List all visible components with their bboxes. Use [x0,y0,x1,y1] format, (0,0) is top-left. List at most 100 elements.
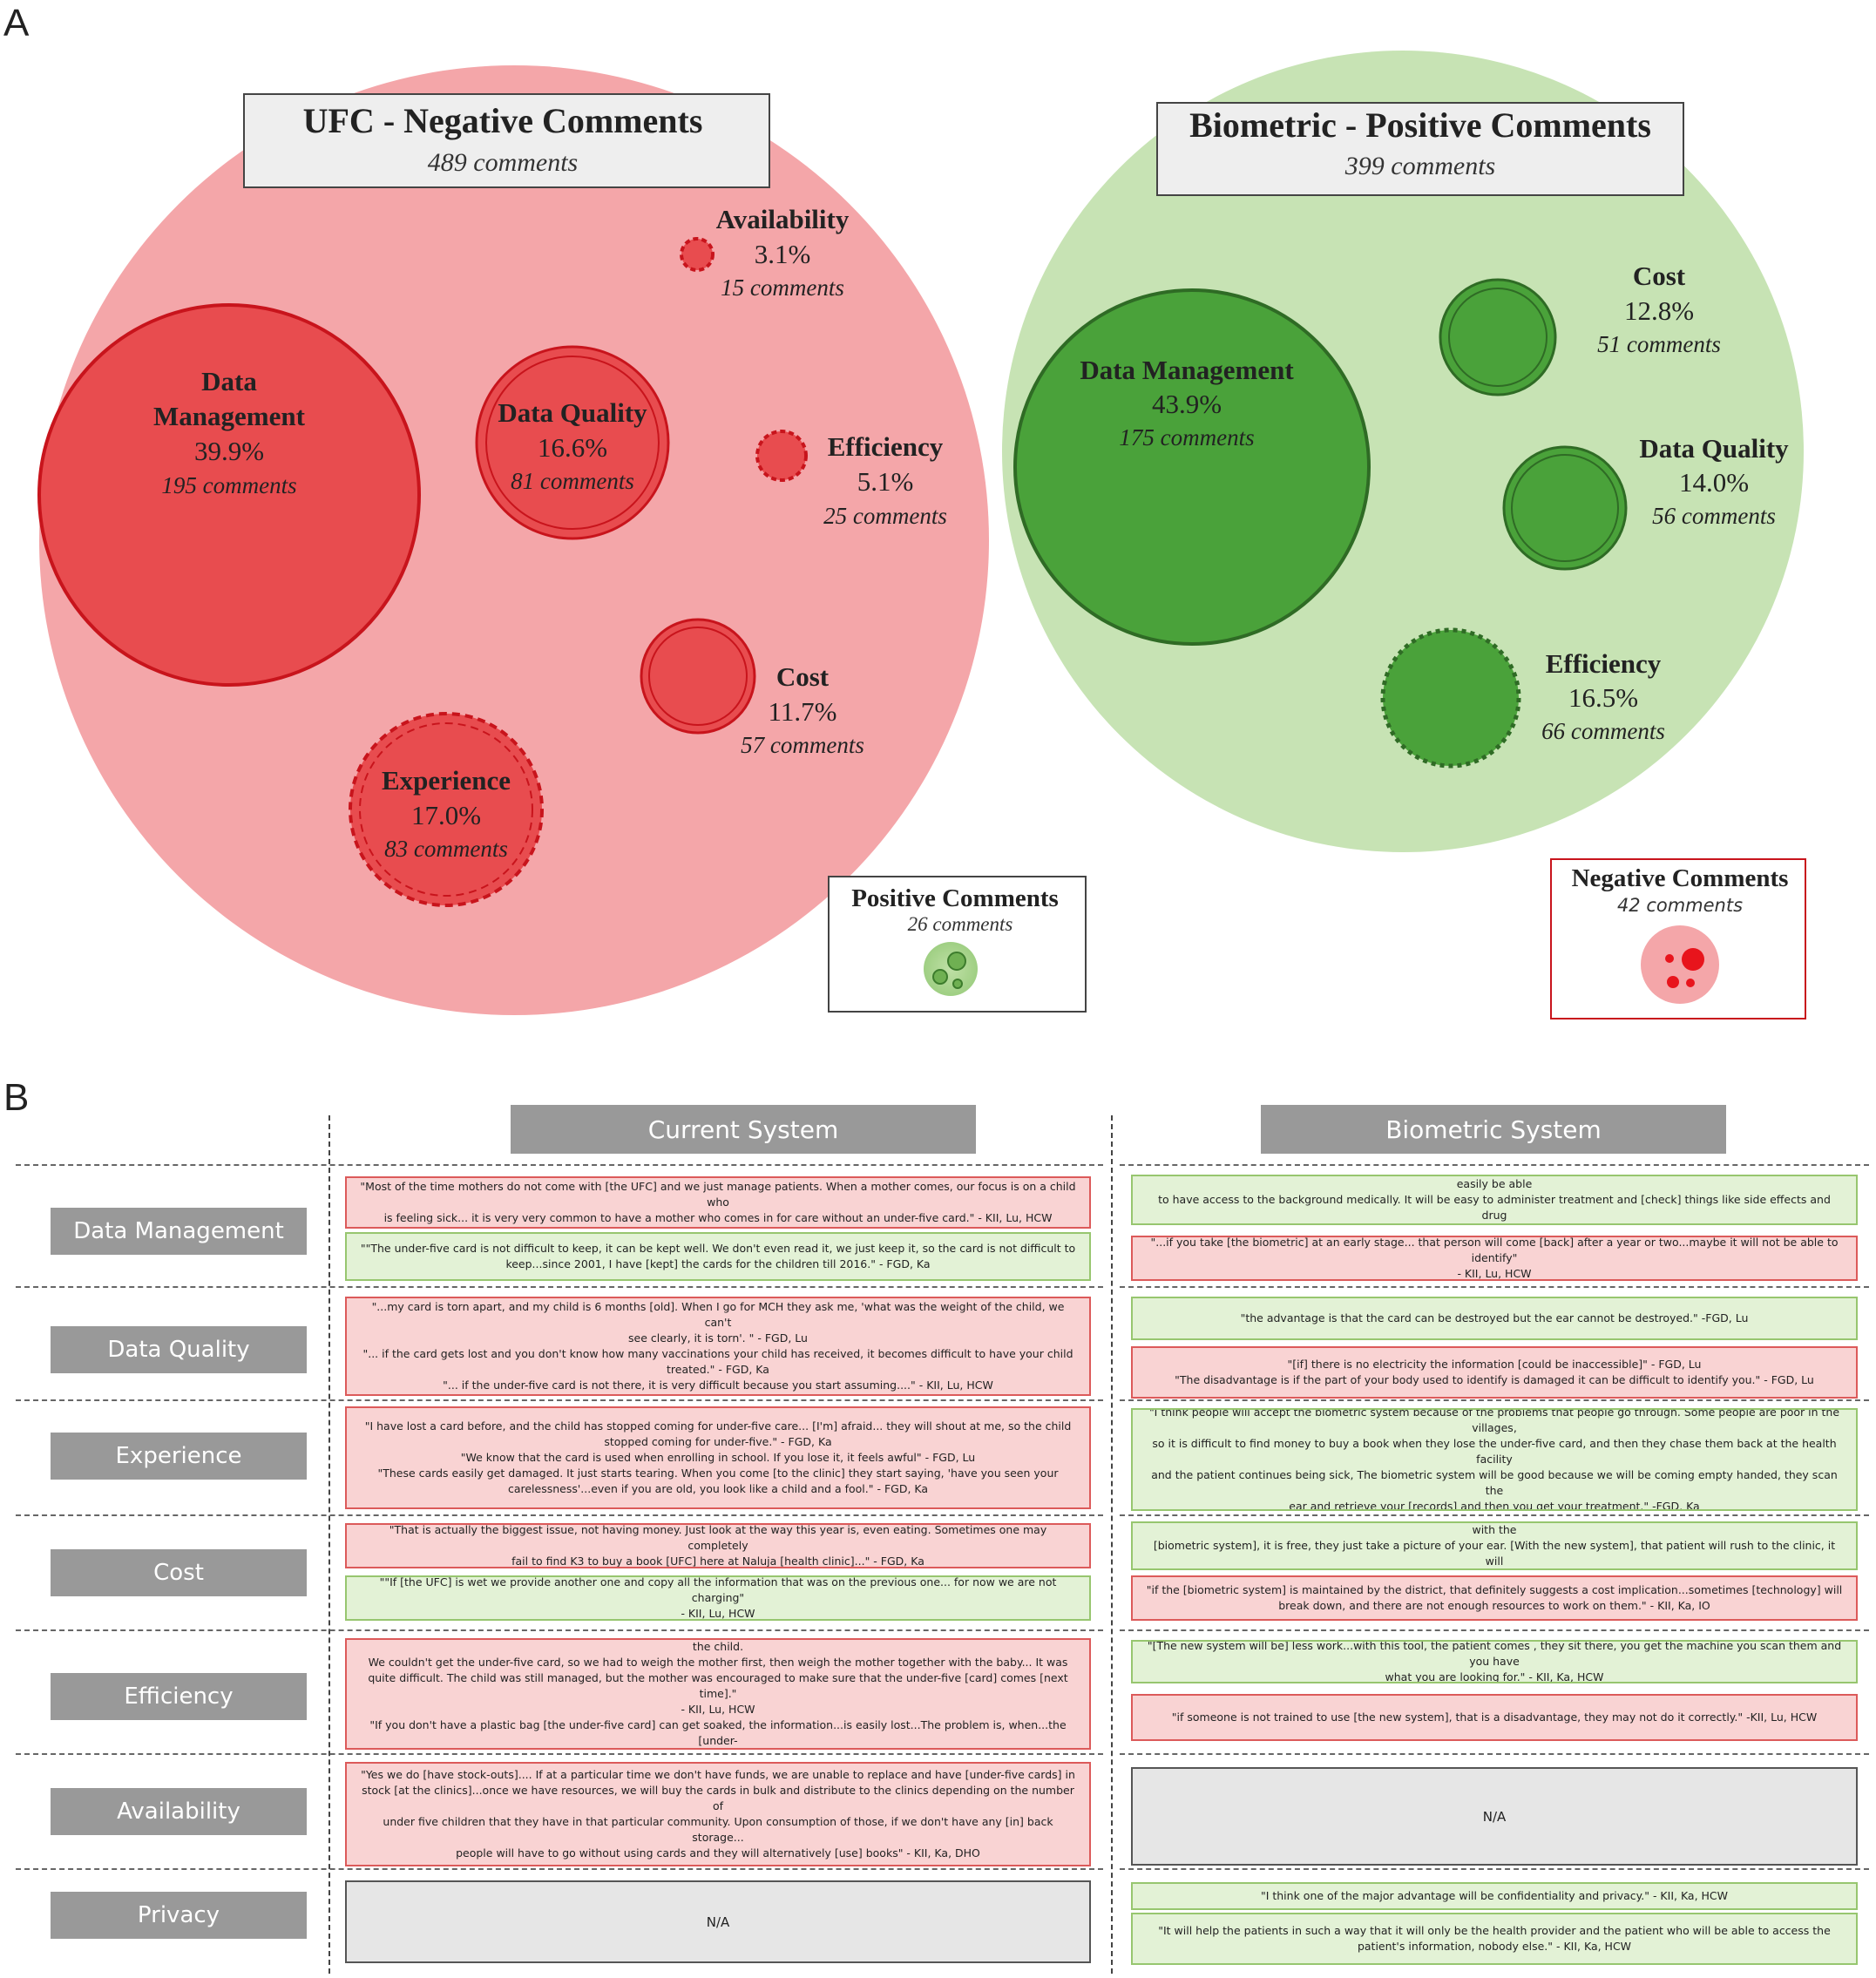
bio-bubble-data-management [1013,288,1371,646]
quote-line: "If you don't have a plastic bag [the un… [369,1718,1067,1747]
quote-line: patient's information, nobody else." - K… [1357,1940,1632,1953]
bio-cost-percent: 12.8% [1624,295,1694,326]
ufc-cost-percent: 11.7% [769,696,837,727]
row-label-data-management: Data Management [51,1208,307,1255]
biometric-quote-box: "I think people will accept the biometri… [1131,1408,1858,1511]
ufc-ef-count: 25 comments [823,503,947,529]
biometric-quote-box: "the most important advantage [of a biom… [1131,1175,1858,1225]
mini-negative-dot [1667,976,1679,988]
bio-bubble-efficiency [1380,627,1521,769]
bio-cost-name: Cost [1633,261,1686,291]
row-separator [16,1514,1103,1516]
biometric-quote-box: "...if you take [the biometric] at an ea… [1131,1236,1858,1281]
quote-line: ear and retrieve your [records] and then… [1289,1500,1700,1511]
quote-line: "We know that the card is used when enro… [460,1451,976,1464]
ufc-positive-title: Positive Comments [851,884,1059,912]
quote-line: and the patient continues being sick, Th… [1151,1468,1838,1497]
row-separator [16,1753,1103,1755]
quote-line: ""The under-five card is not difficult t… [360,1242,1076,1255]
quote-line: "[The way it is now], someone can be sic… [1472,1523,1517,1536]
ufc-bubble-availability [680,237,715,272]
biometric-title: Biometric - Positive Comments [1189,105,1651,145]
row-separator [16,1868,1103,1870]
biometric-negative-title: Negative Comments [1572,864,1789,892]
row-separator [1120,1399,1869,1401]
row-label-availability: Availability [51,1788,307,1835]
ufc-ex-name: Experience [382,765,511,796]
quote-line: to have access to the background medical… [1158,1193,1831,1222]
quote-line: what you are looking for." - KII, Ka, HC… [1385,1670,1604,1683]
row-label-experience: Experience [51,1433,307,1480]
row-separator [16,1164,1103,1166]
bio-ef-name: Efficiency [1546,648,1662,679]
quote-line: see clearly, it is torn'. " - FGD, Lu [628,1331,808,1345]
bio-cost-count: 51 comments [1597,331,1721,357]
mini-positive-dot [952,979,963,989]
ufc-count: 489 comments [428,148,578,177]
quote-line: "the most important advantage [of a biom… [1456,1177,1533,1190]
biometric-quote-box: "[The new system will be] less work...wi… [1131,1640,1858,1683]
biometric-quote-box: "[The way it is now], someone can be sic… [1131,1521,1858,1570]
mini-positive-circle [924,942,978,996]
quote-line: carelessness'...even if you are old, you… [507,1482,929,1495]
ufc-dm-percent: 39.9% [194,436,264,466]
ufc-dq-percent: 16.6% [538,432,607,463]
ufc-av-name: Availability [716,204,850,234]
panel-label-b: B [3,1076,30,1119]
mini-negative-dot [1665,954,1674,963]
ufc-bubble-cost-ring [648,627,748,726]
row-separator [1120,1164,1869,1166]
bio-dm-name: Data Management [1080,355,1294,385]
quote-line: - KII, Lu, HCW [1457,1267,1532,1280]
quote-line: "The disadvantage is if the part of your… [1175,1373,1814,1386]
ufc-positive-box: Positive Comments 26 comments [828,876,1087,1013]
quote-line: "[The new system will be] less work...wi… [1147,1640,1842,1668]
ufc-bubble-experience-ring [359,722,533,897]
mini-negative-dot [1682,948,1704,971]
ufc-group: UFC - Negative Comments 489 comments Dat… [37,65,989,1015]
mini-positive-dot [932,969,948,985]
row-separator [16,1629,1103,1631]
row-label-data-quality: Data Quality [51,1326,307,1373]
mini-negative-dot [1686,979,1695,987]
divider-left [328,1115,330,1974]
quote-line: [biometric system], it is free, they jus… [1153,1539,1836,1568]
mini-positive-dot [947,952,966,971]
current-quote-box: N/A [345,1880,1091,1963]
quote-line: - KII, Lu, HCW [681,1703,755,1716]
quote-line: ""If [the UFC] is wet we provide another… [379,1575,1057,1604]
row-separator [1120,1753,1869,1755]
quote-line: fail to find K3 to buy a book [UFC] here… [511,1555,924,1568]
ufc-dm-name-2: Management [153,401,306,431]
quote-line: is feeling sick... it is very very commo… [383,1211,1053,1224]
biometric-group: Biometric - Positive Comments 399 commen… [1002,51,1804,852]
ufc-dm-name-1: Data [201,366,257,396]
quote-line: "... if the under-five card is not there… [443,1379,993,1392]
quote-line: reactions the patient has had..." - KII,… [1145,1223,1844,1225]
row-separator [1120,1868,1869,1870]
ufc-ef-percent: 5.1% [857,466,914,497]
row-separator [1120,1629,1869,1631]
ufc-dq-count: 81 comments [511,468,634,494]
bio-dq-percent: 14.0% [1679,467,1749,498]
biometric-quote-box: "the advantage is that the card can be d… [1131,1297,1858,1340]
quote-line: "[if] there is no electricity the inform… [1287,1358,1702,1371]
row-separator [1120,1514,1869,1516]
ufc-bubble-data-management [37,303,421,687]
bio-bubble-cost-ring [1448,288,1548,387]
quote-line: "A mother came into the clinic and her c… [692,1640,744,1653]
quote-line: stock [at the clinics]...once we have re… [362,1784,1074,1812]
bubble-diagram: UFC - Negative Comments 489 comments Dat… [37,51,1806,1019]
biometric-negative-count: 42 comments [1617,895,1743,916]
quote-line: people will have to go without using car… [456,1846,980,1859]
mini-negative-circle [1641,925,1719,1004]
ufc-bubble-data-quality [475,345,670,540]
bio-bubble-cost [1439,278,1557,396]
header-biometric-system: Biometric System [1261,1105,1726,1154]
bio-bubble-data-quality [1502,445,1628,571]
quote-line: "These cards easily get damaged. It just… [377,1467,1059,1480]
ufc-av-count: 15 comments [721,274,844,301]
ufc-big-circle [39,65,989,1015]
row-label-cost: Cost [51,1549,307,1596]
current-quote-box: "Yes we do [have stock-outs].... If at a… [345,1762,1091,1866]
